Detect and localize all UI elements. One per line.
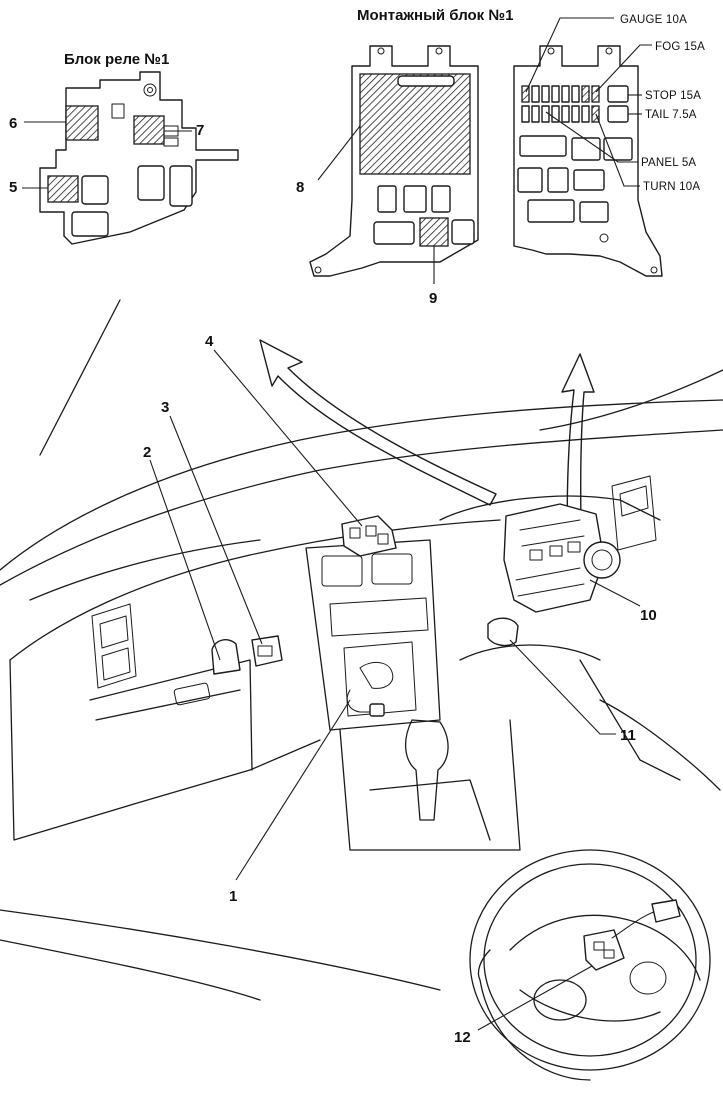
callout-1: 1 — [229, 888, 237, 905]
relay-5 — [47, 175, 79, 203]
combination-switch-12 — [583, 899, 681, 971]
relay-2-and-3 — [211, 635, 283, 675]
junction-block-front — [309, 45, 479, 277]
callout-10: 10 — [640, 607, 657, 624]
callout-12: 12 — [454, 1029, 471, 1046]
fuse-label-tail: TAIL 7.5A — [645, 109, 697, 121]
relay-9 — [419, 217, 449, 247]
fuse-cover-8 — [359, 73, 471, 175]
junction-block-rear — [513, 45, 663, 277]
junction-block-title: Монтажный блок №1 — [357, 7, 513, 24]
fuse-label-fog: FOG 15A — [655, 41, 705, 53]
relay-7 — [133, 115, 165, 145]
relay-block-title: Блок реле №1 — [64, 51, 169, 68]
callout-9: 9 — [429, 290, 437, 307]
callout-5: 5 — [9, 179, 17, 196]
callout-11: 11 — [620, 727, 636, 744]
callout-3: 3 — [161, 399, 169, 416]
steering-wheel-drawing — [469, 849, 711, 1081]
fuse-label-gauge: GAUGE 10A — [620, 14, 687, 26]
junction-block-in-dash — [503, 503, 621, 613]
dashboard-drawing — [0, 299, 723, 1001]
callout-4: 4 — [205, 333, 214, 350]
fuse-label-stop: STOP 15A — [645, 90, 701, 102]
relay-block-drawing — [39, 71, 239, 245]
relay-11 — [487, 617, 519, 647]
callout-6: 6 — [9, 115, 17, 132]
connector-1 — [346, 662, 394, 717]
arrow-to-relay-block — [259, 339, 497, 506]
relay-block-in-dash — [341, 515, 397, 557]
fuse-label-turn: TURN 10A — [643, 181, 700, 193]
relay-6 — [65, 105, 99, 141]
callout-2: 2 — [143, 444, 151, 461]
fuse-label-panel: PANEL 5A — [641, 157, 696, 169]
callout-7: 7 — [196, 122, 204, 139]
callout-8: 8 — [296, 179, 304, 196]
